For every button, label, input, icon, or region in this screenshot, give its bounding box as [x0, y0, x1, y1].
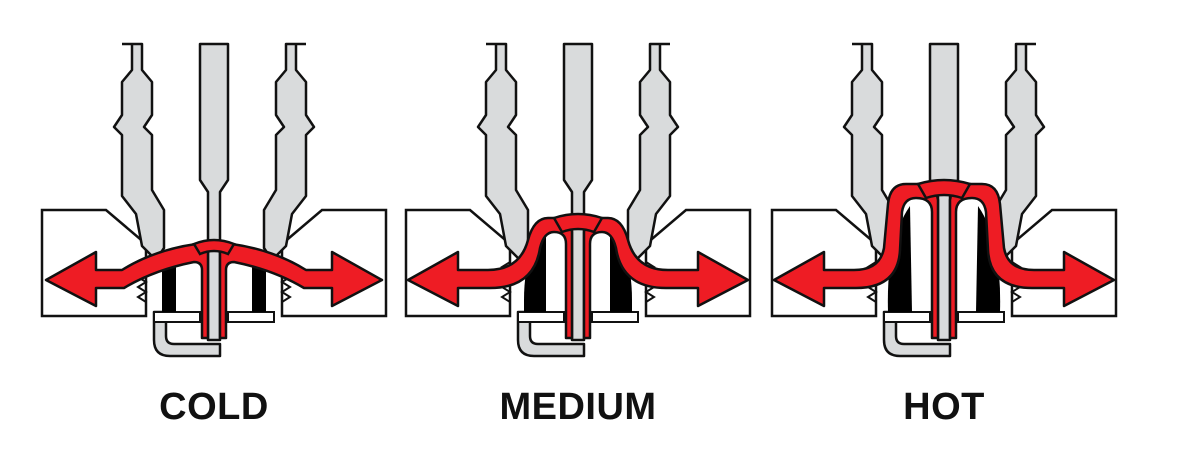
plug-hot [770, 42, 1118, 358]
plug-cold [40, 42, 388, 358]
label-hot: HOT [903, 386, 985, 428]
heat-flow-arrows-cold [44, 238, 384, 340]
label-cold: COLD [159, 386, 269, 428]
plug-medium [404, 42, 752, 358]
heat-flow-arrows-hot [772, 178, 1116, 340]
heat-flow-arrows-medium [406, 212, 750, 340]
label-medium: MEDIUM [499, 386, 657, 428]
